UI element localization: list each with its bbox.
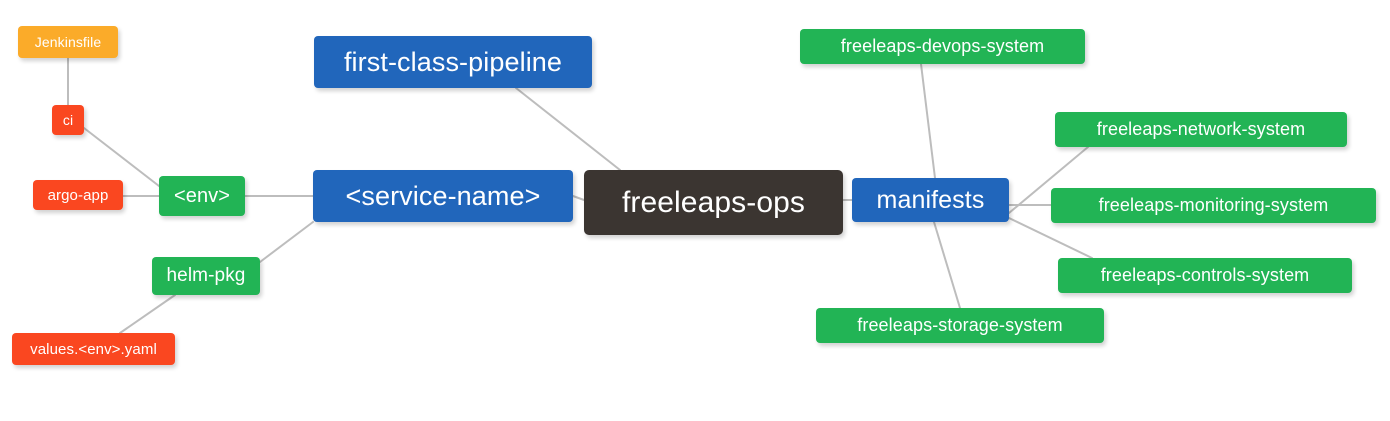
edge-first-class-pipeline-to-freeleaps-ops bbox=[515, 87, 621, 171]
node-values-yaml[interactable]: values.<env>.yaml bbox=[12, 333, 175, 365]
edge-helm-pkg-to-values-yaml bbox=[119, 294, 176, 334]
node-freeleaps-ops[interactable]: freeleaps-ops bbox=[584, 170, 843, 235]
node-network-system[interactable]: freeleaps-network-system bbox=[1055, 112, 1347, 147]
node-devops-system[interactable]: freeleaps-devops-system bbox=[800, 29, 1085, 64]
edge-service-name-to-helm-pkg bbox=[259, 221, 314, 263]
node-argo-app[interactable]: argo-app bbox=[33, 180, 123, 210]
node-service-name[interactable]: <service-name> bbox=[313, 170, 573, 222]
edge-manifests-to-storage-system bbox=[933, 221, 961, 309]
node-monitoring-system[interactable]: freeleaps-monitoring-system bbox=[1051, 188, 1376, 223]
node-manifests[interactable]: manifests bbox=[852, 178, 1009, 222]
node-storage-system[interactable]: freeleaps-storage-system bbox=[816, 308, 1104, 343]
edge-manifests-to-devops-system bbox=[920, 63, 936, 179]
edge-ci-to-env bbox=[83, 127, 160, 187]
node-env[interactable]: <env> bbox=[159, 176, 245, 216]
edge-manifests-to-controls-system bbox=[1008, 217, 1093, 259]
node-jenkinsfile[interactable]: Jenkinsfile bbox=[18, 26, 118, 58]
edge-manifests-to-network-system bbox=[1008, 146, 1089, 214]
node-ci[interactable]: ci bbox=[52, 105, 84, 135]
node-helm-pkg[interactable]: helm-pkg bbox=[152, 257, 260, 295]
edge-service-name-to-freeleaps-ops bbox=[572, 195, 585, 201]
node-first-class-pipeline[interactable]: first-class-pipeline bbox=[314, 36, 592, 88]
node-controls-system[interactable]: freeleaps-controls-system bbox=[1058, 258, 1352, 293]
